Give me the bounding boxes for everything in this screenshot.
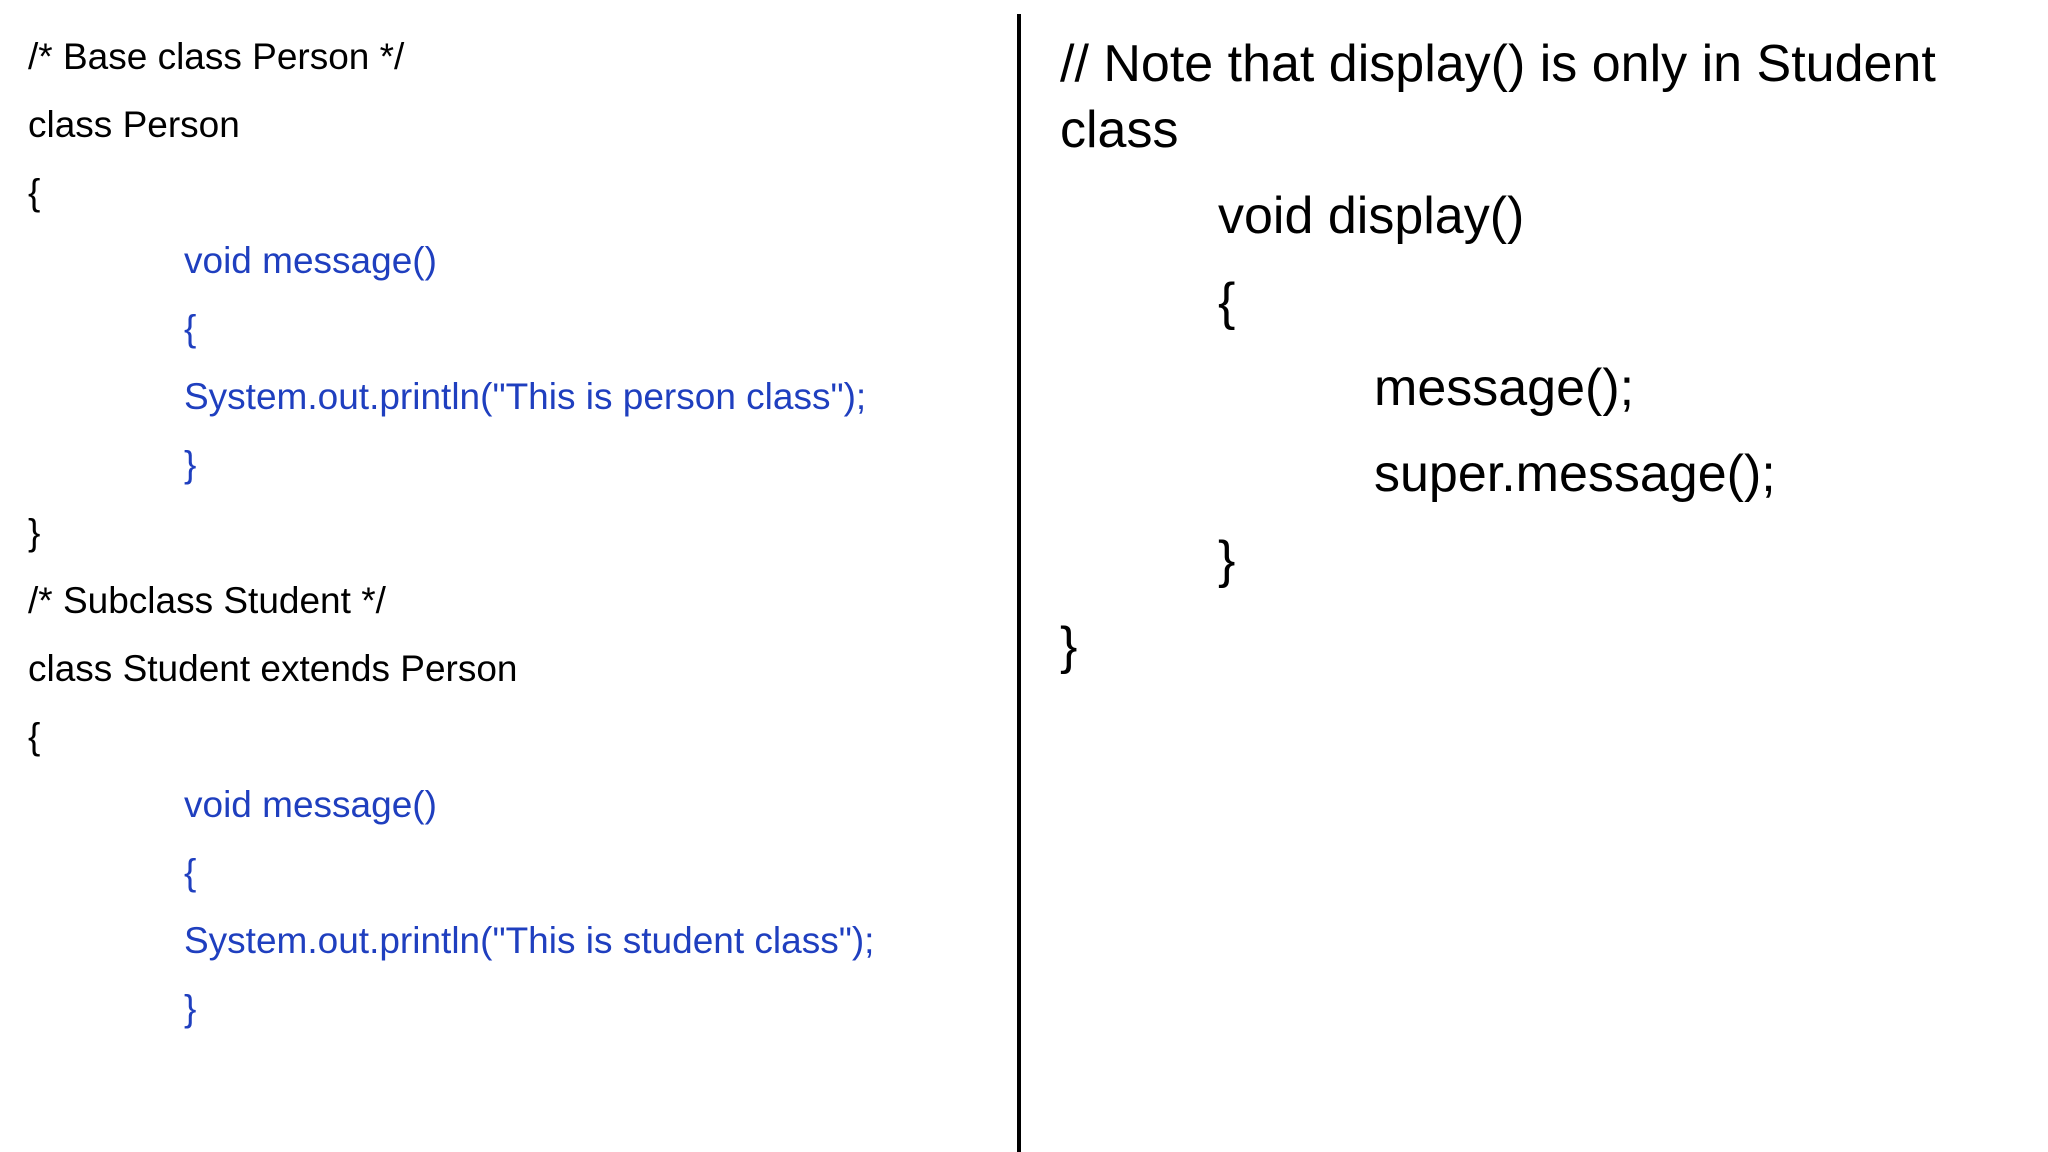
code-comment-note: // Note that display() is only in Studen…	[1060, 35, 1936, 93]
code-line-class-close-brace: }	[1060, 617, 1078, 675]
code-line-println: System.out.println("This is student clas…	[184, 920, 875, 961]
code-line-class-student: class Student extends Person	[28, 648, 518, 689]
code-line-close-brace: }	[28, 512, 41, 553]
code-line-method-close-brace: }	[184, 988, 197, 1029]
code-line-comment-base: /* Base class Person */	[28, 36, 405, 77]
code-line-comment-subclass: /* Subclass Student */	[28, 580, 386, 621]
left-code-panel: /* Base class Person */ class Person { v…	[0, 0, 1018, 1152]
code-line-display-signature: void display()	[1218, 187, 1525, 245]
code-line-println: System.out.println("This is person class…	[184, 376, 867, 417]
code-line-method-close-brace: }	[184, 444, 197, 485]
vertical-divider	[1017, 14, 1021, 1152]
code-line-method-open-brace: {	[184, 852, 197, 893]
code-line-super-message-call: super.message();	[1374, 445, 1776, 503]
right-code-panel: // Note that display() is only in Studen…	[1024, 0, 2048, 1152]
code-line-open-brace: {	[28, 716, 41, 757]
code-line-display-close-brace: }	[1218, 531, 1236, 589]
code-comment-note-continued: class	[1060, 101, 1179, 159]
code-line-method-signature: void message()	[184, 784, 437, 825]
code-line-method-open-brace: {	[184, 308, 197, 349]
code-line-class-person: class Person	[28, 104, 240, 145]
code-line-open-brace: {	[28, 172, 41, 213]
code-line-message-call: message();	[1374, 359, 1635, 417]
code-line-display-open-brace: {	[1218, 273, 1236, 331]
code-line-method-signature: void message()	[184, 240, 437, 281]
